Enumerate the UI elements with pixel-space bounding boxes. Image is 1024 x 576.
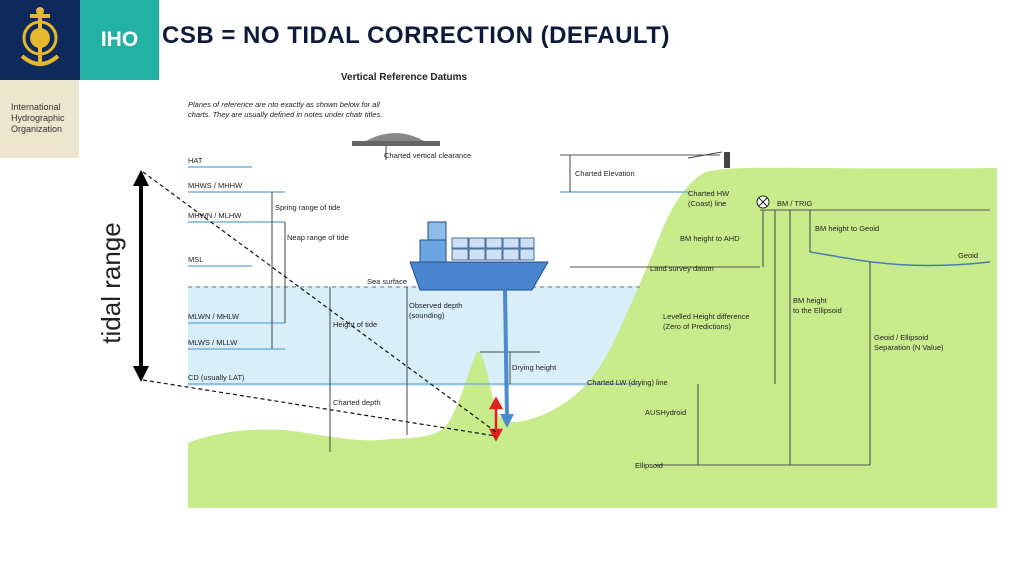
label-charted-hw-2: (Coast) line (688, 199, 726, 208)
label-vertical-clearance: Charted vertical clearance (384, 151, 471, 160)
note-line-2: charts. They are usually defined in note… (188, 110, 382, 119)
diagram-heading: Vertical Reference Datums (341, 72, 468, 83)
label-aus-hydroid: AUSHydroid (645, 408, 686, 417)
sounding-arrowhead (500, 414, 514, 428)
iho-abbr: IHO (100, 28, 139, 51)
range-ticks (271, 155, 871, 465)
label-drying-height: Drying height (512, 363, 557, 372)
label-bm-ahd: BM height to AHD (680, 234, 740, 243)
label-neap-range: Neap range of tide (287, 233, 349, 242)
org-name-panel: International Hydrographic Organization (0, 80, 79, 158)
label-charted-lw: Charted LW (drying) line (587, 378, 668, 387)
water-body (188, 286, 638, 386)
label-bm-ellipsoid-2: to the Ellipsoid (793, 306, 842, 315)
note-line-1: Planes of reference are nto exactly as s… (188, 100, 380, 109)
datum-mlws: MLWS / MLLW (188, 338, 238, 347)
land-and-seabed (188, 167, 997, 508)
sounding-beam (503, 289, 509, 419)
label-sea-surface: Sea surface (367, 277, 407, 286)
org-name-line-1: International (11, 102, 61, 112)
label-charted-elevation: Charted Elevation (575, 169, 635, 178)
projection-lines (142, 171, 497, 437)
datum-cd: CD (usually LAT) (188, 373, 245, 382)
label-charted-hw-1: Charted HW (688, 189, 730, 198)
label-bm-geoid: BM height to Geoid (815, 224, 879, 233)
label-levelled-2: (Zero of Predictions) (663, 322, 731, 331)
label-charted-depth: Charted depth (333, 398, 381, 407)
org-name-line-3: Organization (11, 124, 63, 134)
datum-hat: HAT (188, 156, 203, 165)
iho-abbr-badge: IHO (80, 0, 159, 80)
label-height-of-tide: Height of tide (333, 320, 377, 329)
label-spring-range: Spring range of tide (275, 203, 340, 212)
label-ellipsoid: Ellipsoid (635, 461, 663, 470)
tidal-correction-arrow (488, 396, 504, 442)
org-name-line-2: Hydrographic (11, 113, 65, 123)
datum-mlwn: MLWN / MHLW (188, 312, 240, 321)
tidal-range-arrow (133, 170, 149, 382)
slide-title: CSB = NO TIDAL CORRECTION (DEFAULT) (162, 22, 670, 49)
label-land-datum: Land survey datum (650, 264, 714, 273)
label-bm-ellipsoid-1: BM height (793, 296, 828, 305)
label-levelled-1: Levelled Height difference (663, 312, 750, 321)
bm-trig-icon (756, 195, 770, 209)
label-bm-trig: BM / TRIG (777, 199, 812, 208)
datum-msl: MSL (188, 255, 203, 264)
label-geoid-sep-2: Separation (N Value) (874, 343, 944, 352)
survey-ship-icon (409, 221, 549, 291)
datum-lines (188, 166, 690, 385)
lighthouse-icon (687, 151, 730, 168)
label-observed-depth-1: Observed depth (409, 301, 462, 310)
label-observed-depth-2: (sounding) (409, 311, 445, 320)
label-geoid-sep-1: Geoid / Ellipsoid (874, 333, 928, 342)
geoid-curve (809, 251, 991, 267)
bridge-shape (352, 133, 440, 160)
tidal-range-label: tidal range (96, 222, 126, 343)
datum-mhwn: MHWN / MLHW (188, 211, 242, 220)
datum-mhws: MHWS / MHHW (188, 181, 243, 190)
iho-emblem-panel (0, 0, 80, 80)
label-geoid: Geoid (958, 251, 978, 260)
iho-anchor-emblem-icon (20, 7, 60, 66)
